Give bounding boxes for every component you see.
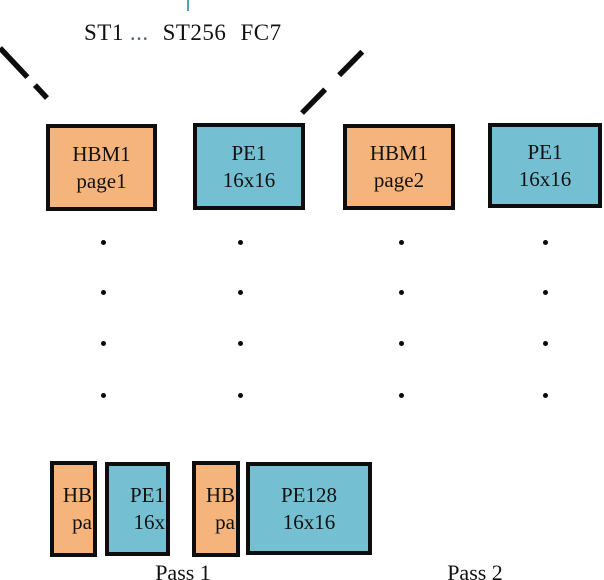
pe1-box-pass1: PE1 16x16	[193, 123, 305, 210]
label-fc7: FC7	[240, 20, 282, 45]
teal-tick-mark	[187, 0, 189, 11]
ellipsis-dot	[399, 393, 404, 398]
hbm-clipped-box-1: HB pa	[50, 461, 97, 557]
pe-clipped-line1: PE1	[129, 483, 165, 507]
hbm1-page2-box: HBM1 page2	[343, 124, 455, 210]
pe-clipped-line2: 16x	[133, 510, 166, 534]
pe1-pass1-line2: 16x16	[222, 167, 276, 192]
hbm-clipped-2-line2: pa	[215, 510, 235, 534]
ellipsis-dot	[238, 393, 243, 398]
dashed-connector-right	[300, 49, 365, 115]
hbm1-page1-line1: HBM1	[72, 141, 131, 166]
hbm1-page1-box: HBM1 page1	[46, 124, 157, 211]
hbm-clipped-box-2: HB pa	[192, 461, 240, 557]
ellipsis-dot	[399, 290, 404, 295]
hbm-clipped-2-line1: HB	[205, 483, 235, 507]
pe128-line2: 16x16	[282, 509, 336, 534]
ellipsis-dot	[543, 290, 548, 295]
ellipsis-dot	[101, 341, 106, 346]
hbm-clipped-1-line2: pa	[72, 510, 92, 534]
label-st1: ST1	[84, 20, 124, 45]
pe1-pass2-line2: 16x16	[518, 166, 572, 191]
label-st256: ST256	[162, 20, 227, 45]
pass2-label: Pass 2	[447, 560, 503, 580]
pe1-box-pass2: PE1 16x16	[488, 123, 602, 208]
dashed-connector-left	[0, 46, 50, 100]
ellipsis-dot	[543, 341, 548, 346]
hbm1-page2-line2: page2	[373, 168, 425, 192]
ellipsis-dot	[101, 240, 106, 245]
ellipsis-dot	[399, 240, 404, 245]
ellipsis-dot	[543, 393, 548, 398]
ellipsis-dot	[101, 393, 106, 398]
hbm1-page2-line1: HBM1	[369, 141, 429, 165]
pe1-pass2-line1: PE1	[527, 139, 563, 164]
pe128-box: PE128 16x16	[246, 462, 372, 555]
hbm1-page1-line2: page1	[76, 168, 127, 193]
ellipsis-dot	[399, 341, 404, 346]
header-labels: ST1... ST256 FC7	[84, 20, 282, 46]
pe128-line1: PE128	[280, 482, 337, 507]
ellipsis-dot	[101, 290, 106, 295]
pe1-pass1-line1: PE1	[231, 140, 267, 165]
pe-clipped-box: PE1 16x	[105, 462, 170, 556]
ellipsis-dot	[543, 240, 548, 245]
ellipsis-dot	[238, 290, 243, 295]
ellipsis-dot	[238, 240, 243, 245]
header-ellipsis: ...	[129, 20, 149, 45]
pass1-label: Pass 1	[155, 560, 211, 580]
ellipsis-dot	[238, 341, 243, 346]
hbm-clipped-1-line1: HB	[62, 483, 92, 507]
